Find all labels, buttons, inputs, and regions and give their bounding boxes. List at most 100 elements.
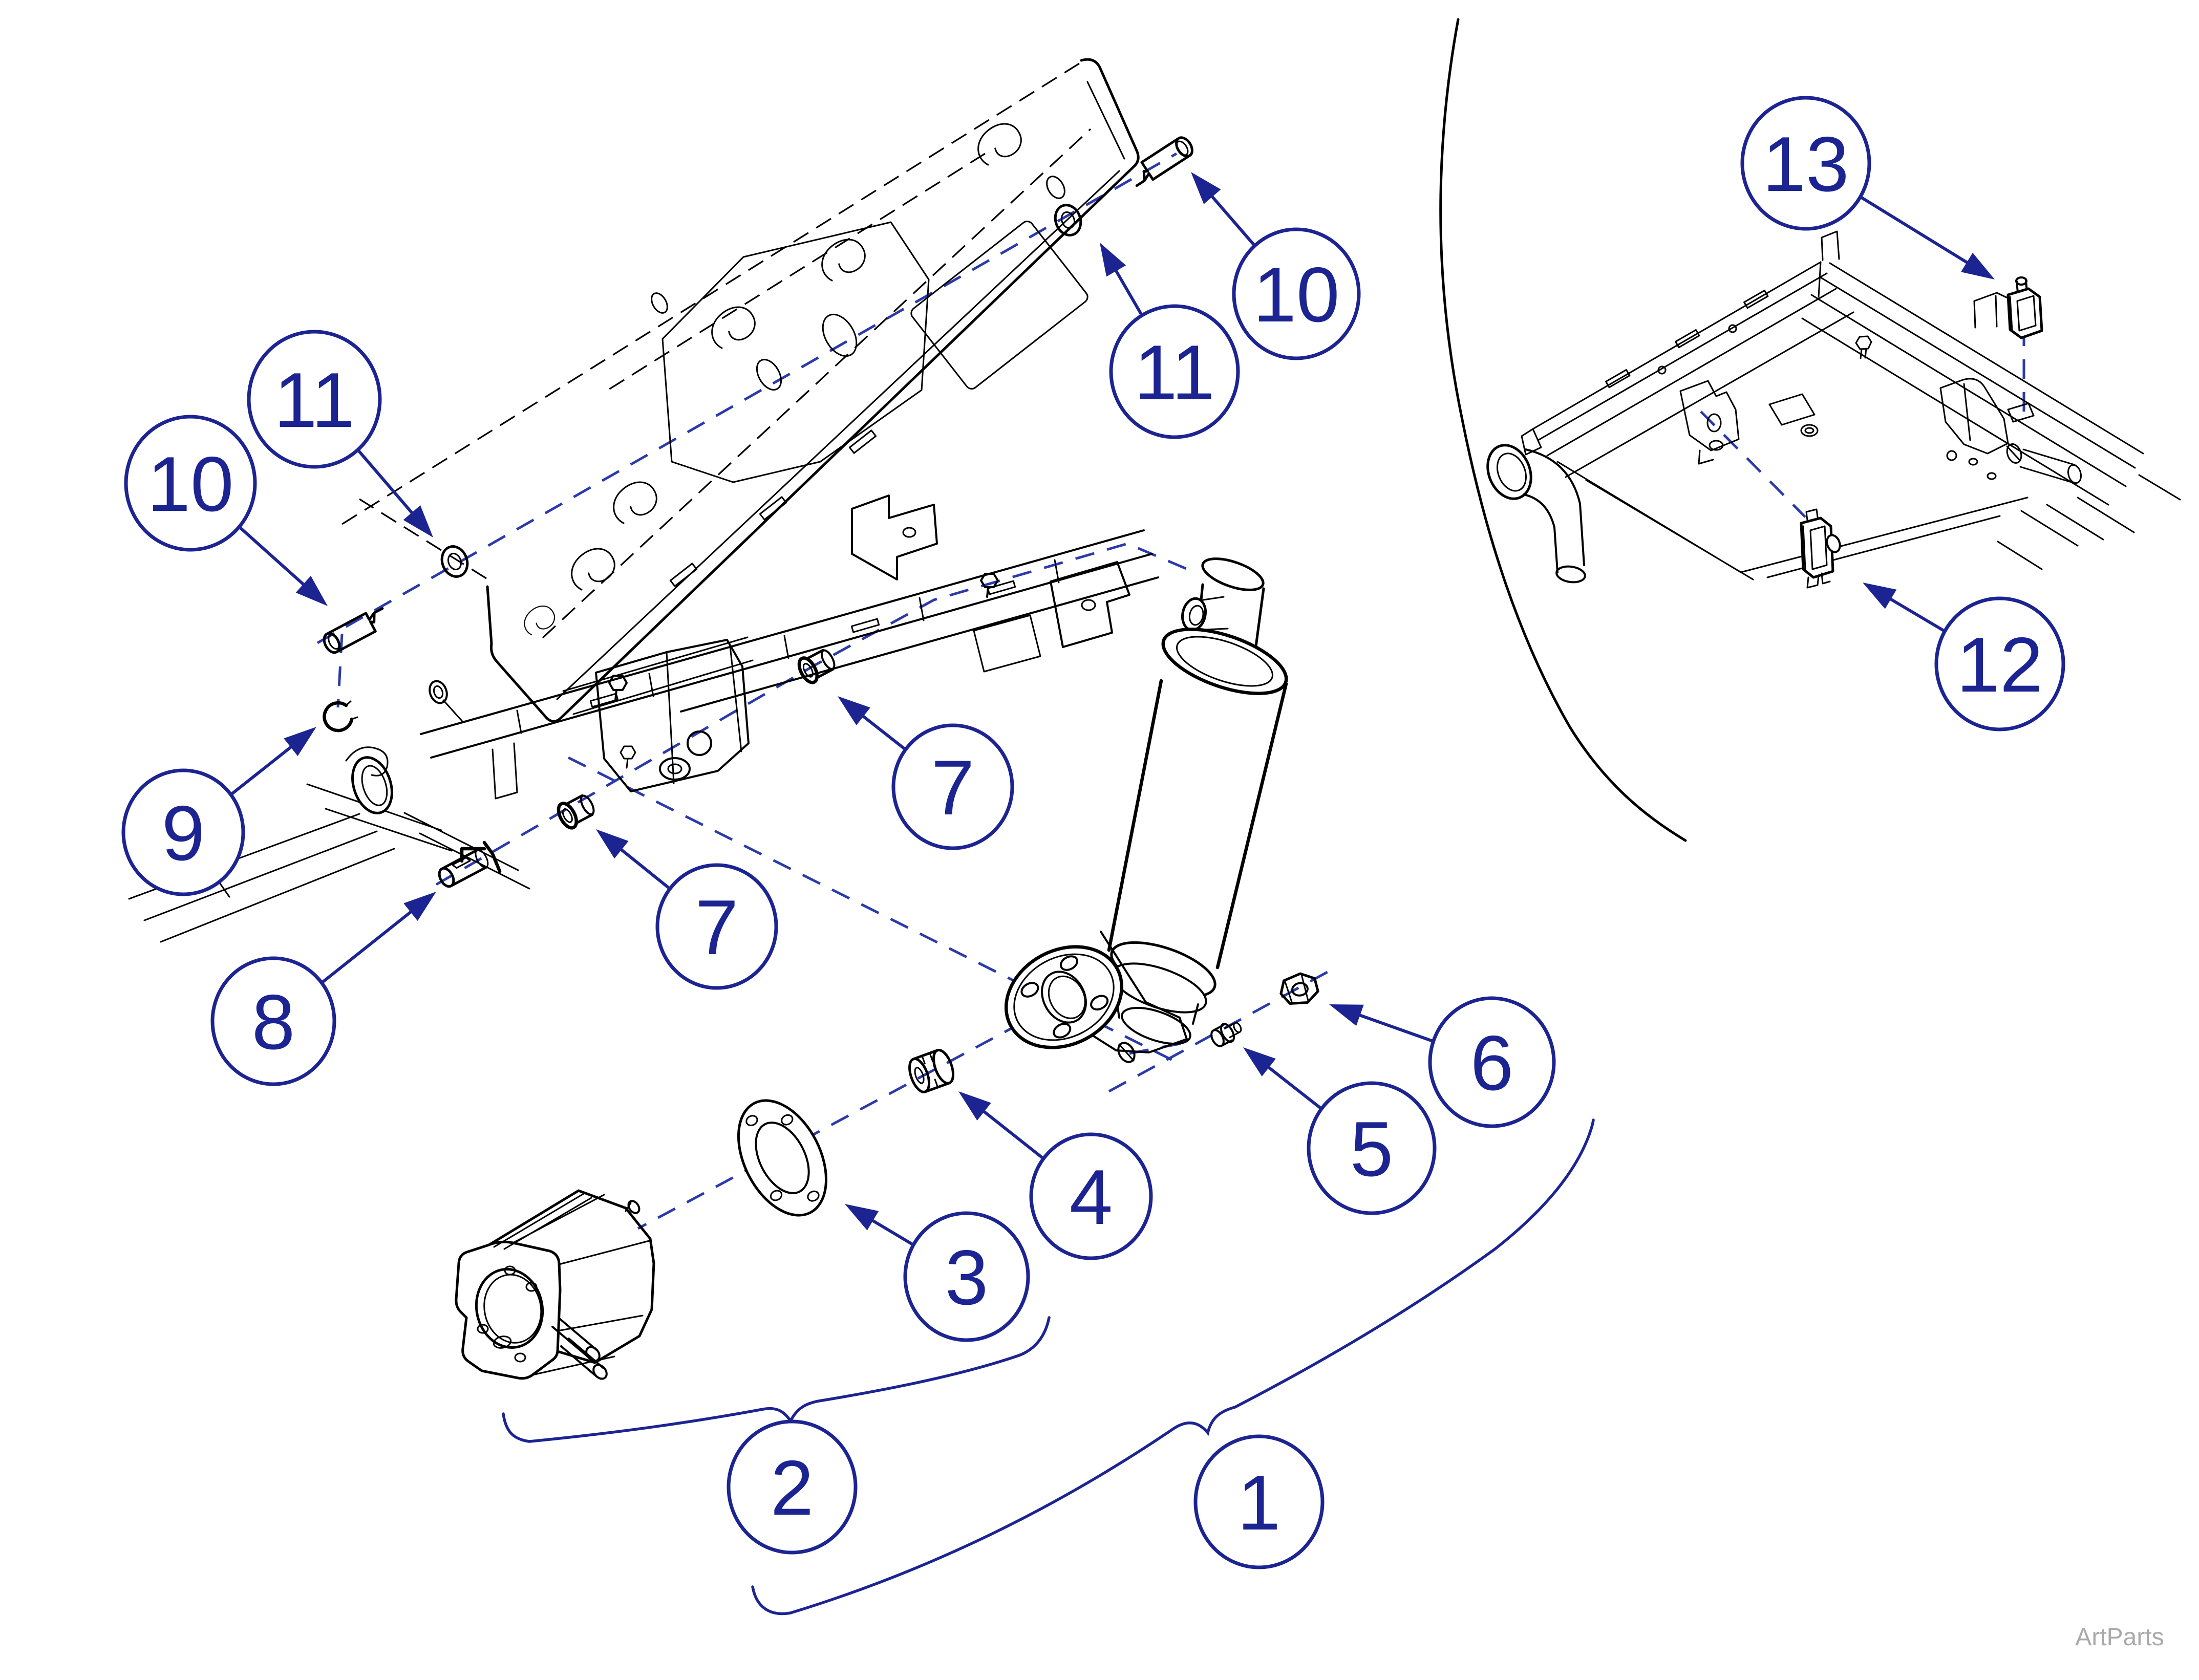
motor-hole <box>504 1265 516 1276</box>
callout-arrow <box>1112 266 1144 317</box>
base-ring-hole <box>1800 424 1819 437</box>
hex-bolt <box>980 573 999 598</box>
plate-hook-cutout <box>563 540 622 597</box>
callout-arrowhead <box>295 575 328 606</box>
callout-number-4: 4 <box>1070 1154 1113 1241</box>
callout-number-3: 3 <box>945 1234 989 1321</box>
callout-number-6: 6 <box>1470 1020 1514 1107</box>
callout-2-1: 2 <box>727 1419 858 1555</box>
plate-hidden-edge <box>341 62 1080 525</box>
base-pivot-bracket <box>1939 378 2009 455</box>
gasket-drawing <box>737 1099 828 1217</box>
bracket-boss <box>659 757 691 781</box>
callout-arrow <box>1354 1012 1434 1043</box>
right-bracket <box>1050 561 1130 648</box>
motor-shaft-lines <box>625 1202 632 1212</box>
bushing-upper <box>796 646 839 685</box>
callout-arrowhead <box>1191 172 1221 204</box>
callout-circle-7 <box>891 723 1014 850</box>
frame-end-lug <box>429 680 448 704</box>
base-bracket <box>1679 380 1740 465</box>
base-deck-ticks <box>1997 474 2181 570</box>
plate-reinforcement-panel <box>661 221 930 483</box>
base-pivot-lug <box>2006 443 2022 464</box>
callout-11-11: 11 <box>247 330 433 537</box>
callout-8-8: 8 <box>210 892 436 1086</box>
callout-circle-2 <box>727 1419 858 1555</box>
rail-hole <box>1728 324 1737 333</box>
callout-6-5: 6 <box>1329 996 1556 1128</box>
callout-arrowhead <box>1863 583 1897 609</box>
cylinder-body-sides <box>1107 679 1288 970</box>
plate-slot <box>848 429 877 454</box>
callout-7-7: 7 <box>596 829 778 990</box>
base-tube-end <box>2067 464 2082 484</box>
hex-nut <box>1279 972 1319 1005</box>
rail-slot <box>1605 369 1631 389</box>
callout-arrowhead <box>1243 1047 1276 1076</box>
bracket-hole <box>687 730 712 756</box>
callout-arrowhead <box>958 1091 991 1121</box>
roll-pin-break-mark <box>460 841 502 873</box>
callout-13-15: 13 <box>1740 96 1995 279</box>
callout-arrowhead <box>1960 252 1995 279</box>
base-pipe-elbow <box>1523 448 1585 573</box>
clevis-lug <box>1117 1042 1136 1063</box>
frame-slot <box>850 618 880 633</box>
callout-9-9: 9 <box>121 727 316 896</box>
frame-rail <box>420 529 1159 759</box>
limit-switch-12 <box>1800 508 1841 589</box>
plate-hook-cutout <box>813 231 872 288</box>
motor-terminal <box>551 1318 597 1359</box>
callout-arrow <box>356 448 417 518</box>
callout-circle-8 <box>210 956 336 1086</box>
axis-motor-line <box>637 1006 1052 1230</box>
plate-oval-hole <box>822 313 858 357</box>
callout-7-6: 7 <box>838 696 1014 850</box>
plate-hidden-edge-2 <box>606 153 986 392</box>
frame-tube-end <box>351 756 393 814</box>
callout-number-1: 1 <box>1237 1459 1281 1546</box>
rail-slot <box>1675 329 1700 349</box>
base-ring-hole-inner <box>1804 427 1814 434</box>
callout-arrowhead <box>284 727 316 756</box>
callout-circle-3 <box>903 1211 1030 1342</box>
washer-upper <box>1054 204 1082 236</box>
callout-number-8: 8 <box>252 979 295 1066</box>
callout-number-11: 11 <box>1134 329 1215 416</box>
base-bracket-hole <box>1706 413 1722 433</box>
callout-3-2: 3 <box>845 1204 1030 1342</box>
detail-separator-arc <box>1439 18 1687 842</box>
base-pipe-end <box>1555 565 1586 584</box>
base-floor-edges <box>1556 461 2029 580</box>
callout-circle-12 <box>1934 596 2065 731</box>
callout-arrowhead <box>403 892 436 921</box>
cylinder-endcap <box>1121 1007 1191 1045</box>
base-corner <box>1818 230 1840 298</box>
pivot-pin-left <box>321 605 390 655</box>
callout-number-11: 11 <box>274 357 355 444</box>
plate-hook-cutout <box>605 473 664 530</box>
callout-circle-11 <box>247 330 382 469</box>
callout-number-9: 9 <box>162 790 205 877</box>
rail-end-tab <box>1521 428 1542 456</box>
axis-bushing-line <box>435 542 1198 886</box>
callout-arrow <box>321 908 416 984</box>
callout-4-3: 4 <box>958 1091 1153 1260</box>
base-bracket-boss <box>1709 440 1724 451</box>
callout-circle-5 <box>1307 1081 1437 1215</box>
plate-oval-hole <box>1046 176 1065 199</box>
motor-body <box>487 1189 655 1364</box>
motor-drawing <box>455 1189 655 1380</box>
callout-circle-11 <box>1109 304 1240 439</box>
lift-cylinder-drawing <box>1004 557 1288 1063</box>
callout-circle-7 <box>655 863 778 990</box>
plate-hook-cutout <box>969 115 1028 172</box>
plate-hook-cutout <box>518 600 560 640</box>
base-square-hole <box>1768 393 1816 426</box>
stepped-bracket-hole <box>902 527 916 538</box>
cylinder-flange <box>1004 945 1124 1049</box>
